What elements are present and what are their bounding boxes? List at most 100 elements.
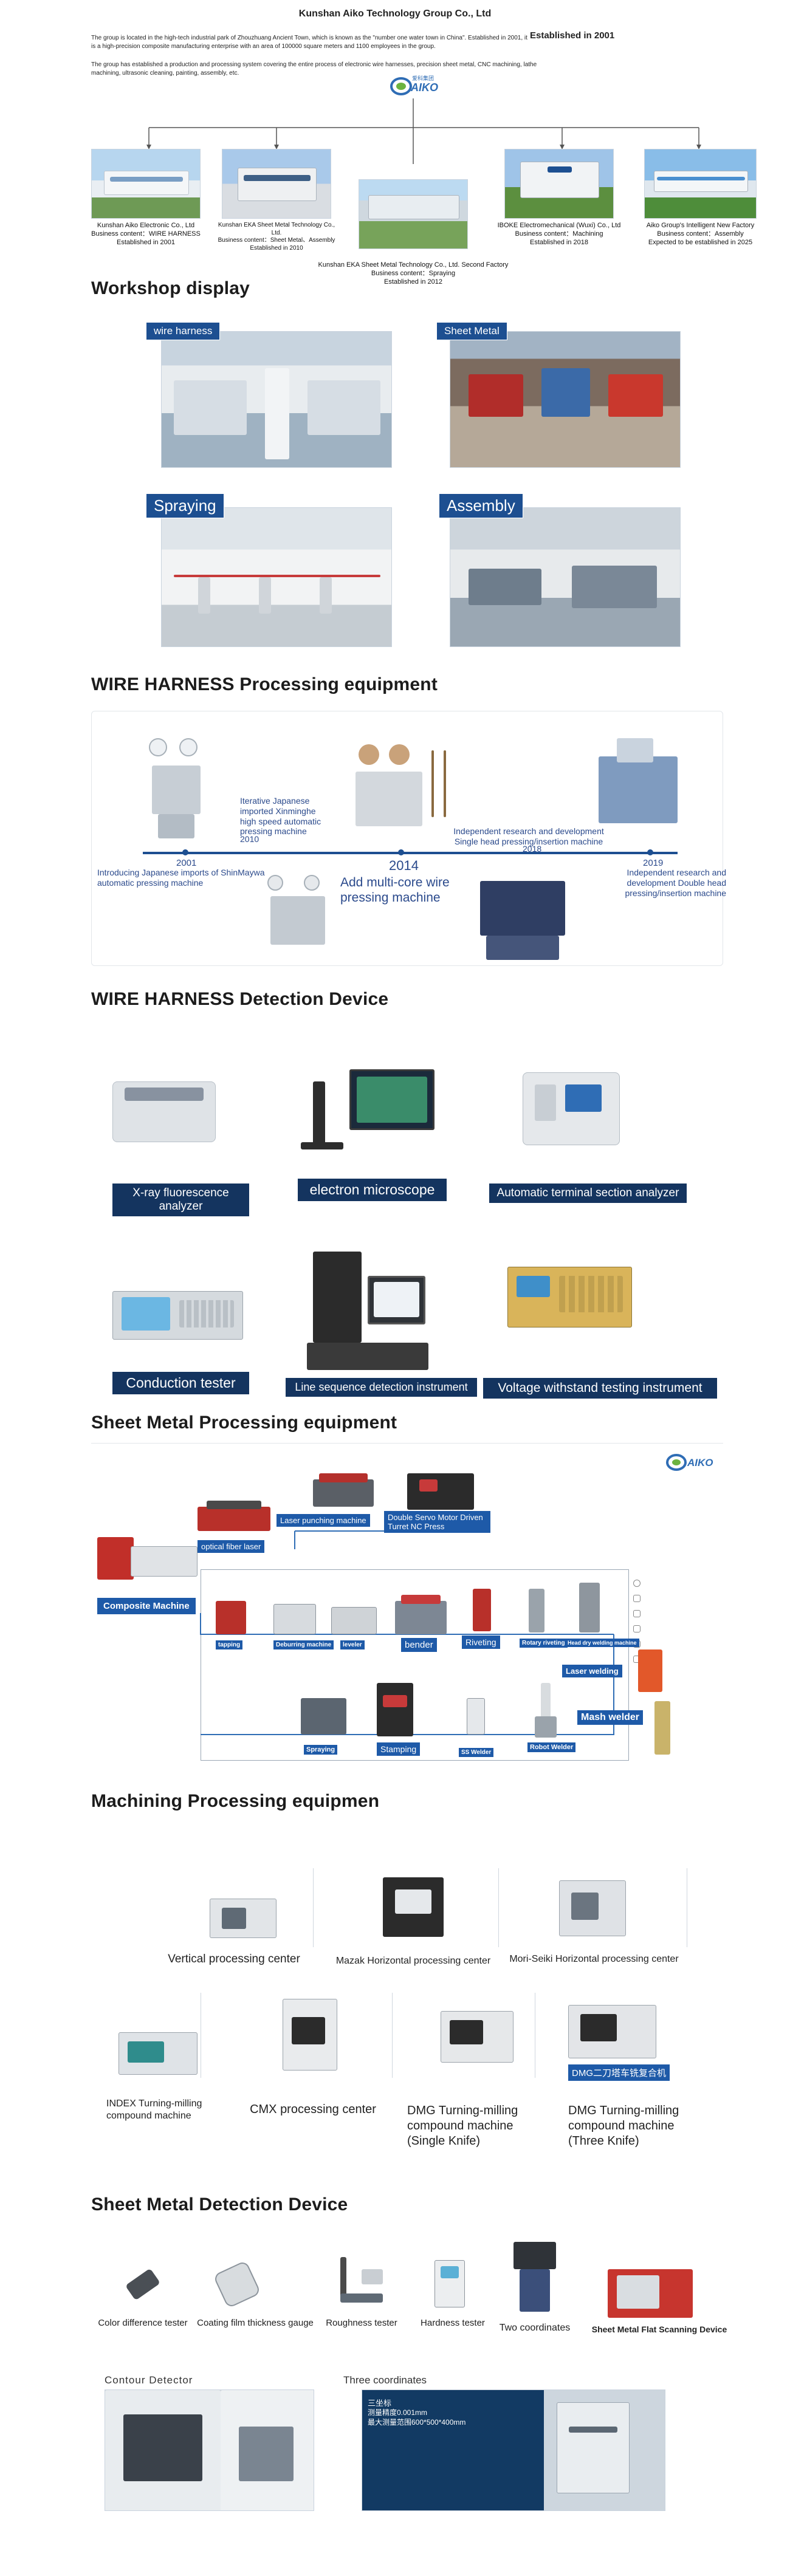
timeline-text-2010: Iterative Japanese imported Xinminghe hi… [240, 796, 321, 837]
timeline-dot-2001 [182, 849, 188, 855]
wire-equipment-panel [91, 711, 723, 966]
sheet-detection-title: Sheet Metal Detection Device [91, 2194, 348, 2215]
machine-photo-2018 [474, 875, 571, 966]
timeline-line [143, 852, 678, 854]
three-coordinates-photo [362, 2389, 665, 2511]
aiko-logo: 爱科集团 AIKO [389, 73, 438, 98]
timeline-year-2019: 2019 [643, 858, 664, 868]
label-riveting: Riveting [462, 1636, 500, 1649]
timeline-text-2019: Independent research and development Dou… [625, 868, 726, 898]
company-iboke: IBOKE Electromechanical (Wuxi) Co., Ltd … [492, 222, 626, 247]
caption-mori: Mori-Seiki Horizontal processing center [509, 1954, 679, 1964]
device-photo-roughness [334, 2257, 389, 2306]
caption-hardness: Hardness tester [421, 2318, 485, 2328]
workshop-photo-sheet-metal [450, 331, 681, 468]
company-photo-iboke [504, 149, 614, 219]
org-connectors [146, 98, 701, 164]
sheet-logo: AIKO [665, 1449, 720, 1473]
device-label-conduction: Conduction tester [112, 1372, 249, 1394]
timeline-year-2010: 2010 [240, 834, 259, 844]
label-ss-welder: SS Welder [459, 1748, 494, 1757]
company-content: Business content：Sheet Metal、Assembly [218, 237, 335, 244]
company-content: Business content：WIRE HARNESS [91, 230, 201, 238]
sheet-panel-top-line [91, 1443, 723, 1444]
device-label-terminal-analyzer: Automatic terminal section analyzer [489, 1184, 687, 1203]
company-content: Business content：Spraying [371, 269, 456, 277]
company-name: Kunshan Aiko Electronic Co., Ltd [97, 222, 195, 229]
company-name: Aiko Group's Intelligent New Factory [646, 222, 755, 229]
device-photo-two-coordinates [504, 2242, 565, 2315]
machine-fiber-laser [197, 1501, 270, 1534]
machine-laser-punching [313, 1473, 374, 1510]
aiko-logo-icon: AIKO [666, 1454, 713, 1471]
screen-line-1: 三坐标 [368, 2399, 392, 2408]
machine-stamping [374, 1683, 416, 1738]
machine-photo-vertical [210, 1893, 276, 1938]
machine-robot-welder [529, 1683, 565, 1741]
caption-flat-scan: Sheet Metal Flat Scanning Device [591, 2324, 727, 2334]
label-tapping: tapping [216, 1640, 243, 1649]
machine-photo-dmg-single [441, 2005, 514, 2066]
wire-detection-title: WIRE HARNESS Detection Device [91, 989, 389, 1009]
sheet-equipment-title: Sheet Metal Processing equipment [91, 1413, 397, 1433]
caption-cmx: CMX processing center [250, 2103, 376, 2116]
company-est: Established in 2012 [383, 278, 442, 286]
label-laser-welding: Laser welding [562, 1665, 622, 1677]
machine-riveting [468, 1589, 495, 1634]
device-photo-color [122, 2263, 164, 2306]
device-photo-microscope [301, 1069, 441, 1160]
label-deburr: Deburring machine [273, 1640, 334, 1649]
workshop-title: Workshop display [91, 278, 250, 298]
logo-text: AIKO [411, 81, 438, 94]
timeline-dot-2014 [398, 849, 404, 855]
label-laser-punching: Laser punching machine [276, 1514, 370, 1527]
label-servo-press: Double Servo Motor Driven Turret NC Pres… [384, 1511, 490, 1533]
timeline-text-2014: Add multi-core wire pressing machine [340, 875, 450, 905]
page-title: Kunshan Aiko Technology Group Co., Ltd [298, 9, 492, 19]
timeline-text-2001: Introducing Japanese imports of ShinMayw… [97, 868, 265, 888]
company-name: Kunshan EKA Sheet Metal Technology Co., … [318, 261, 509, 269]
selection-frame [201, 1569, 629, 1761]
machine-photo-2014 [355, 744, 459, 829]
company-eka-second: Kunshan EKA Sheet Metal Technology Co., … [307, 261, 520, 286]
company-photo-electronic [91, 149, 201, 219]
company-est: Established in 2018 [529, 238, 588, 246]
divider [313, 1868, 314, 1947]
caption-vertical: Vertical processing center [168, 1953, 300, 1965]
machine-bender [395, 1595, 447, 1637]
logo-cn-text: 爱科集团 [412, 75, 434, 81]
machine-laser-welding [632, 1643, 668, 1695]
workshop-photo-wire-harness [161, 331, 392, 468]
contour-photo [105, 2389, 314, 2511]
machine-photo-2019 [592, 738, 684, 835]
company-eka: Kunshan EKA Sheet Metal Technology Co., … [213, 222, 340, 252]
device-photo-terminal-analyzer [510, 1066, 632, 1157]
workshop-label-sheet-metal: Sheet Metal [436, 322, 507, 340]
machine-spraying [301, 1695, 346, 1738]
device-photo-coating [213, 2260, 261, 2309]
workshop-label-spraying: Spraying [146, 493, 224, 518]
caption-coating: Coating film thickness gauge [197, 2318, 314, 2328]
timeline-year-2001: 2001 [176, 858, 197, 868]
company-name: Kunshan EKA Sheet Metal Technology Co., … [218, 222, 335, 236]
label-fiber-laser: optical fiber laser [197, 1540, 265, 1553]
company-photo-eka-second [359, 179, 468, 249]
label-leveler: leveler [340, 1640, 365, 1649]
caption-index: INDEX Turning-milling compound machine [106, 2098, 202, 2121]
label-head-dry-welding: Head dry welding machine [565, 1639, 639, 1647]
wire-equipment-title: WIRE HARNESS Processing equipment [91, 674, 438, 694]
workshop-label-wire-harness: wire harness [146, 322, 221, 340]
company-est: Established in 2010 [250, 244, 303, 252]
company-name: IBOKE Electromechanical (Wuxi) Co., Ltd [497, 222, 621, 229]
company-content: Business content：Machining [515, 230, 603, 238]
workshop-photo-assembly [450, 507, 681, 647]
machine-photo-dmg-three [568, 2005, 656, 2060]
machine-photo-2001 [143, 738, 210, 841]
machine-deburr [273, 1598, 316, 1637]
company-photo-new-factory [644, 149, 757, 219]
caption-mazak: Mazak Horizontal processing center [335, 1956, 491, 1966]
machine-head-dry-welding [574, 1583, 605, 1634]
label-rotary-riveting: Rotary riveting [520, 1639, 568, 1648]
machine-photo-mori [559, 1880, 626, 1938]
divider [498, 1868, 499, 1947]
